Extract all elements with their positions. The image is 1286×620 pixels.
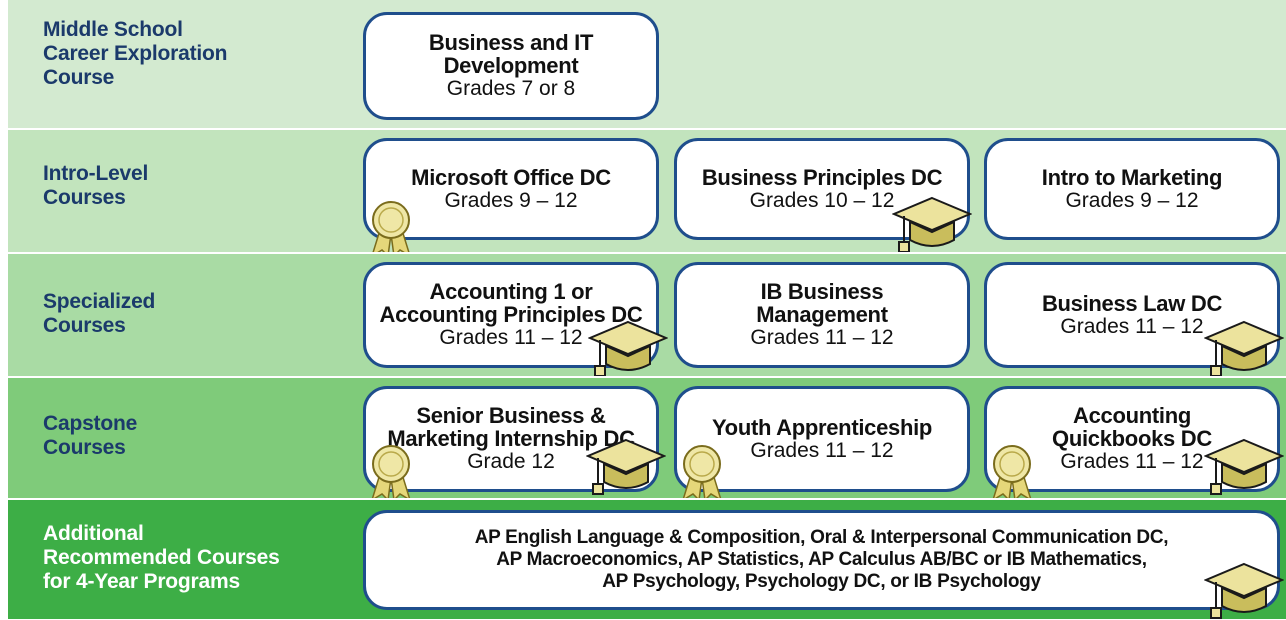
- ribbon-icon: [681, 445, 723, 502]
- course-card: AP English Language & Composition, Oral …: [363, 510, 1280, 610]
- course-grades: Grade 12: [467, 450, 555, 473]
- row-label: Intro-Level Courses: [43, 162, 148, 210]
- row-label-line: for 4-Year Programs: [43, 570, 240, 593]
- row-label-line: Recommended Courses: [43, 546, 280, 569]
- course-card: Microsoft Office DC Grades 9 – 12: [363, 138, 659, 240]
- course-card: Youth Apprenticeship Grades 11 – 12: [674, 386, 970, 492]
- course-title: Business Principles DC: [701, 164, 943, 190]
- row-label: Capstone Courses: [43, 412, 137, 460]
- ribbon-icon: [370, 201, 412, 258]
- course-grades: Grades 11 – 12: [750, 438, 894, 462]
- course-title-line: AP Macroeconomics, AP Statistics, AP Cal…: [496, 549, 1147, 570]
- graduation-cap-icon: [1204, 562, 1284, 619]
- row-label-line: Capstone: [43, 412, 138, 435]
- course-title: Accounting 1 or Accounting Principles DC: [380, 280, 643, 326]
- row-specialized: Specialized Courses Accounting 1 or Acco…: [8, 252, 1286, 377]
- course-title-line: Business Principles DC: [701, 164, 943, 190]
- graduation-cap-icon: [892, 196, 972, 253]
- graduation-cap-icon: [1204, 438, 1284, 495]
- course-title-line: Quickbooks DC: [1052, 426, 1212, 451]
- course-title-line: Business and IT: [428, 30, 594, 55]
- course-title-line: AP Psychology, Psychology DC, or IB Psyc…: [602, 571, 1041, 592]
- row-label-line: Courses: [43, 186, 126, 209]
- row-label-line: Intro-Level: [43, 162, 149, 185]
- course-grades: Grades 11 – 12: [1060, 314, 1204, 338]
- row-label-line: Courses: [43, 436, 126, 459]
- course-card: Accounting 1 or Accounting Principles DC…: [363, 262, 659, 368]
- course-title: Youth Apprenticeship: [712, 416, 932, 439]
- course-title: IB Business Management: [756, 279, 888, 327]
- course-card: Business and IT Development Grades 7 or …: [363, 12, 659, 120]
- course-title-line: Accounting Principles DC: [379, 302, 643, 327]
- row-middle-school: Middle School Career Exploration Course …: [8, 0, 1286, 128]
- row-label-line: Middle School: [43, 18, 183, 41]
- course-title-line: Development: [443, 53, 579, 78]
- course-title: AP English Language & Composition, Oral …: [475, 527, 1169, 593]
- row-label-line: Courses: [43, 314, 126, 337]
- course-title-line: Intro to Marketing: [1041, 164, 1223, 190]
- row-label-line: Career Exploration: [43, 42, 228, 65]
- course-card: Intro to Marketing Grades 9 – 12: [984, 138, 1280, 240]
- row-label: Additional Recommended Courses for 4-Yea…: [43, 522, 280, 594]
- graduation-cap-icon: [1204, 320, 1284, 377]
- course-title: Business and IT Development: [428, 30, 594, 78]
- row-label-line: Course: [43, 66, 115, 89]
- course-grades: Grades 9 – 12: [1065, 188, 1199, 212]
- graduation-cap-icon: [588, 320, 668, 377]
- ribbon-icon: [370, 445, 412, 502]
- row-label: Specialized Courses: [43, 290, 155, 338]
- course-title-line: IB Business: [760, 279, 884, 304]
- course-title: Microsoft Office DC: [411, 166, 611, 189]
- course-grades: Grades 7 or 8: [446, 77, 576, 100]
- course-grades: Grades 11 – 12: [1060, 450, 1204, 473]
- course-title-line: Accounting: [1072, 403, 1191, 428]
- course-title-line: Marketing Internship DC: [387, 426, 635, 451]
- course-title: Accounting Quickbooks DC: [1052, 404, 1212, 450]
- course-card: Business Principles DC Grades 10 – 12: [674, 138, 970, 240]
- course-title-line: Youth Apprenticeship: [711, 414, 933, 440]
- course-title-line: Business Law DC: [1041, 290, 1223, 316]
- row-label-line: Additional: [43, 522, 144, 545]
- course-grades: Grades 9 – 12: [444, 188, 578, 212]
- course-grades: Grades 11 – 12: [439, 326, 583, 349]
- row-intro-level: Intro-Level Courses Microsoft Office DC …: [8, 128, 1286, 258]
- course-title-line: Senior Business &: [416, 403, 606, 428]
- course-title-line: Management: [756, 302, 888, 327]
- course-grades: Grades 11 – 12: [750, 326, 894, 349]
- ribbon-icon: [991, 445, 1033, 502]
- course-title: Business Law DC: [1042, 292, 1222, 315]
- graduation-cap-icon: [586, 438, 666, 495]
- course-title-line: Microsoft Office DC: [411, 164, 611, 190]
- course-title: Intro to Marketing: [1041, 164, 1223, 190]
- course-grades: Grades 10 – 12: [749, 188, 895, 212]
- row-capstone: Capstone Courses Senior Business & Marke…: [8, 376, 1286, 502]
- row-label: Middle School Career Exploration Course: [43, 18, 227, 90]
- course-title-line: Accounting 1 or: [429, 279, 593, 304]
- course-title: Senior Business & Marketing Internship D…: [387, 403, 635, 451]
- row-additional: Additional Recommended Courses for 4-Yea…: [8, 498, 1286, 619]
- row-label-line: Specialized: [43, 290, 156, 313]
- course-title-line: AP English Language & Composition, Oral …: [474, 527, 1169, 548]
- course-card: Senior Business & Marketing Internship D…: [363, 386, 659, 492]
- course-card: IB Business Management Grades 11 – 12: [674, 262, 970, 368]
